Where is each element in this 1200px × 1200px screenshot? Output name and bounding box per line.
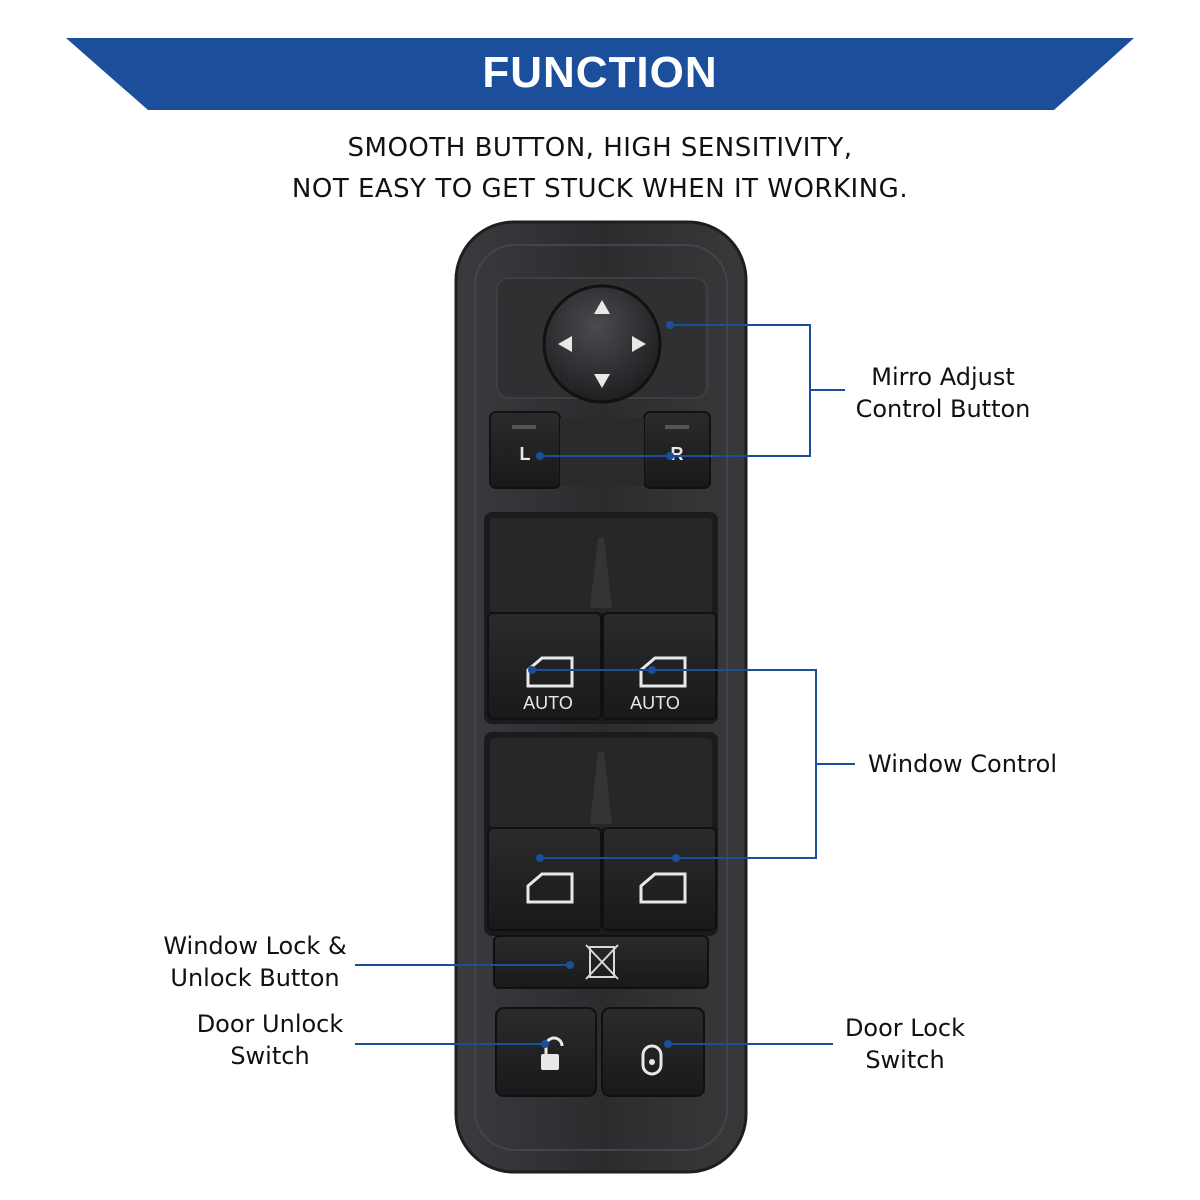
front-left-auto-label: AUTO	[523, 693, 573, 713]
lock-icon	[641, 1044, 663, 1076]
window-lock-icon	[585, 944, 619, 980]
mirror-label-line-1: Mirro Adjust	[871, 363, 1015, 391]
mirror-left-label: L	[520, 444, 531, 464]
window-lock-label: Window Lock & Unlock Button	[140, 930, 370, 994]
rear-left-window-button	[487, 827, 602, 931]
window-lock-label-line-1: Window Lock &	[163, 932, 347, 960]
subtitle-line-2: NOT EASY TO GET STUCK WHEN IT WORKING.	[291, 174, 909, 204]
arrow-right-icon	[632, 336, 646, 352]
window-icon	[639, 872, 687, 904]
banner-title: FUNCTION	[482, 48, 718, 97]
front-right-window-button	[602, 612, 717, 720]
mirror-adjust-label: Mirro Adjust Control Button	[848, 361, 1038, 425]
arrow-left-icon	[558, 336, 572, 352]
door-lock-button	[601, 1007, 705, 1097]
window-icon	[639, 656, 687, 688]
door-unlock-label-line-1: Door Unlock	[196, 1010, 344, 1038]
door-lock-label-line-1: Door Lock	[844, 1014, 966, 1042]
subtitle-line-1: SMOOTH BUTTON, HIGH SENSITIVITY,	[347, 133, 853, 163]
door-lock-label: Door Lock Switch	[820, 1012, 990, 1076]
window-label-line-1: Window Control	[868, 750, 1058, 778]
window-icon	[526, 656, 574, 688]
mirror-knob	[542, 284, 662, 404]
door-unlock-label-line-2: Switch	[230, 1042, 310, 1070]
arrow-down-icon	[594, 374, 610, 388]
function-banner	[66, 38, 1134, 110]
arrow-up-icon	[594, 300, 610, 314]
front-right-auto-label: AUTO	[630, 693, 680, 713]
window-lock-label-line-2: Unlock Button	[170, 964, 340, 992]
window-icon	[526, 872, 574, 904]
door-unlock-label: Door Unlock Switch	[170, 1008, 370, 1072]
mirror-right-label: R	[671, 444, 684, 464]
mirror-label-line-2: Control Button	[855, 395, 1031, 423]
rear-right-window-button	[602, 827, 717, 931]
door-lock-label-line-2: Switch	[865, 1046, 945, 1074]
front-left-window-button	[487, 612, 602, 720]
window-control-label: Window Control	[868, 748, 1078, 780]
